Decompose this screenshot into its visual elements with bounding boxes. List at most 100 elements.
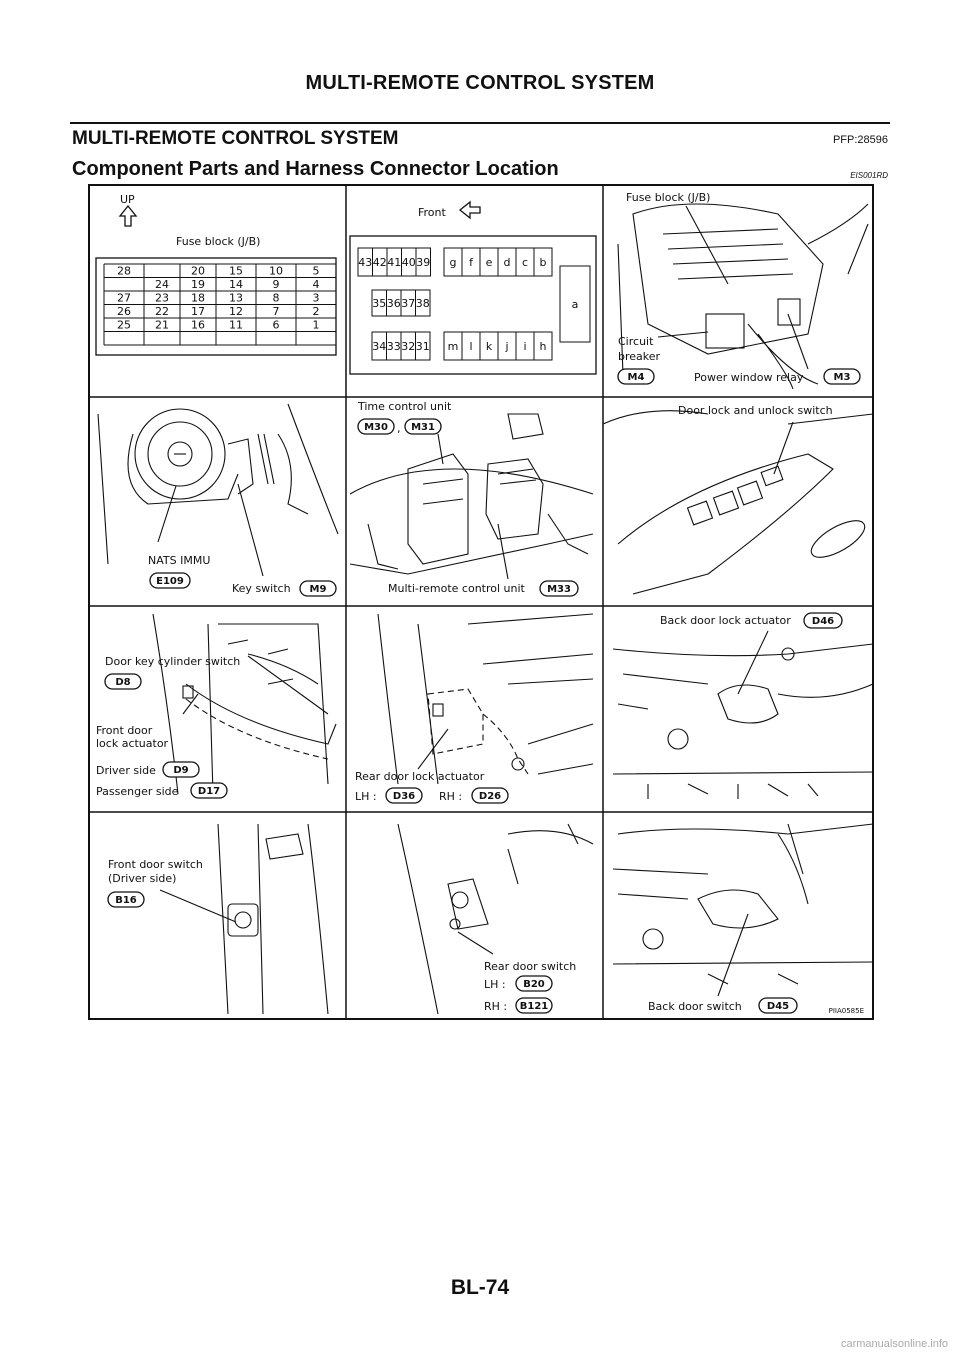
connector-tag-m9 [299,580,337,597]
fuse-cell: 15 [229,265,243,278]
connector-pin-cell: 31 [416,340,430,353]
pfp-code: PFP:28596 [832,134,888,146]
fuse-cell: 26 [117,305,131,318]
svg-text:B20: B20 [523,979,545,990]
connector-tag-d17 [190,782,228,799]
watermark: carmanualsonline.info [840,1338,948,1350]
svg-text:D9: D9 [173,765,188,776]
svg-text:M3: M3 [834,372,851,383]
page-header-title: MULTI-REMOTE CONTROL SYSTEM [305,72,655,94]
connector-tag-m31 [404,418,442,435]
fuse-cell: 20 [191,265,205,278]
fuse-cell: 13 [229,292,243,305]
connector-tag-d8 [104,673,142,690]
fuse-block-label: Fuse block (J/B) [626,191,710,204]
connector-letter-cell: f [469,256,474,269]
rear-switch-lh-label: LH : [484,978,506,991]
circuit-label: Circuit [618,335,654,348]
svg-text:D46: D46 [812,616,834,627]
connector-tag-b20 [515,975,553,992]
panel-rear-door-switch: Rear door switch LH : B20 RH : B121 [397,823,594,1015]
control-units-illustration [349,413,594,580]
fuse-cell: 6 [273,319,280,332]
driver-side-label: Driver side [96,764,156,777]
page-number: BL-74 [450,1276,510,1299]
connector-tag-m30 [357,418,395,435]
svg-text:M9: M9 [310,584,327,595]
fuse-cell: 19 [191,278,205,291]
panel-key-switch: NATS IMMU E109 Key switch M9 [97,403,339,597]
power-window-relay-label: Power window relay [694,371,804,384]
figure-grid [89,185,873,1019]
svg-text:M4: M4 [628,372,645,383]
connector-pin-cell: 40 [402,256,416,269]
fuse-cell: 17 [191,305,205,318]
connector-pin-cell: 34 [372,340,386,353]
svg-text:D8: D8 [115,677,130,688]
front-door-illustration [152,613,337,795]
front-door-label: Front door [96,724,153,737]
svg-text:D45: D45 [767,1001,789,1012]
multi-remote-control-unit-label: Multi-remote control unit [388,582,526,595]
fuse-cell: 14 [229,278,243,291]
connector-tag-m3 [823,368,861,385]
connector-letter-cell: k [486,340,493,353]
fuse-block-title: Fuse block (J/B) [176,235,260,248]
svg-text:M30: M30 [364,422,388,433]
connector-pin-cell: 33 [387,340,401,353]
connector-tag-b16 [107,891,145,908]
connector-a-cell: a [572,298,579,311]
svg-text:B121: B121 [520,1001,549,1012]
front-door-switch-illustration [159,823,329,1015]
fuse-cell: 8 [273,292,280,305]
connector-pin-cell: 43 [358,256,372,269]
front-arrow-icon [458,200,481,220]
connector-letter-cell: c [522,256,528,269]
fuse-cell: 24 [155,278,169,291]
rear-door-lock-actuator-label: Rear door lock actuator [355,770,485,783]
connector-letter-cell: h [540,340,547,353]
svg-text:M33: M33 [547,584,571,595]
connector-tag-d9 [162,761,200,778]
connector-pin-cell: 37 [401,297,415,310]
key-switch-label: Key switch [232,582,291,595]
reference-code: EIS001RD [850,171,888,180]
connector-tag-d26 [471,787,509,804]
door-lock-switch-illustration [602,410,874,595]
fuse-cell: 27 [117,292,131,305]
svg-text:E109: E109 [156,576,184,587]
connector-tag-m4 [617,368,655,385]
fuse-cell: 1 [313,319,320,332]
connector-letter-cell: e [486,256,493,269]
connector-tag-e109 [149,572,191,589]
fuse-cell: 18 [191,292,205,305]
connector-tag-d46 [803,612,843,629]
fuse-cell: 7 [273,305,280,318]
fuse-cell: 2 [313,305,320,318]
connector-tag-b121 [515,997,553,1014]
fuse-cell: 16 [191,319,205,332]
door-lock-unlock-switch-label: Door lock and unlock switch [678,404,833,417]
lock-actuator-label: lock actuator [96,737,169,750]
connector-tag-d36 [385,787,423,804]
driver-side-paren-label: (Driver side) [108,872,176,885]
panel-back-door-switch: Back door switch D45 PIIA0585E [612,823,874,1015]
connector-letter-cell: b [540,256,547,269]
back-door-switch-label: Back door switch [648,1000,742,1013]
door-key-cylinder-switch-label: Door key cylinder switch [105,655,240,668]
figure-id: PIIA0585E [829,1007,864,1015]
rear-door-switch-label: Rear door switch [484,960,576,973]
connector-letter-cell: j [504,340,508,353]
connector-letter-cell: i [523,340,526,353]
rear-switch-rh-label: RH : [484,1000,507,1013]
connector-pin-cell: 39 [416,256,430,269]
figure-frame [88,184,874,1020]
svg-text:B16: B16 [115,895,137,906]
fuse-cell: 4 [313,278,320,291]
fuse-cell: 25 [117,319,131,332]
breaker-label: breaker [618,350,661,363]
time-control-unit-label: Time control unit [357,400,452,413]
